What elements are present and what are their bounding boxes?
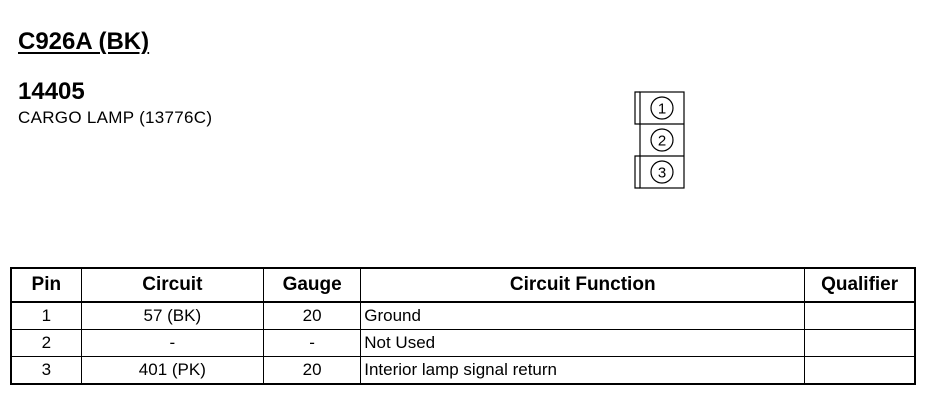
table-row: 2 - - Not Used [10, 329, 916, 357]
cell-gauge: 20 [263, 356, 362, 385]
cell-qualifier [804, 329, 916, 357]
header-qualifier: Qualifier [804, 267, 916, 303]
cell-circuit: - [80, 329, 265, 357]
cell-circuit: 401 (PK) [80, 356, 265, 385]
cell-gauge: - [263, 329, 362, 357]
pin-cavity-1 [650, 96, 674, 120]
table-row: 3 401 (PK) 20 Interior lamp signal retur… [10, 356, 916, 385]
cell-circuit-function: Interior lamp signal return [360, 356, 806, 385]
header-circuit-function: Circuit Function [360, 267, 806, 303]
pin-table: Pin Circuit Gauge Circuit Function Quali… [10, 267, 916, 385]
cell-pin: 2 [10, 329, 82, 357]
cell-pin: 3 [10, 356, 82, 385]
component-name: CARGO LAMP (13776C) [18, 108, 213, 127]
table-header-row: Pin Circuit Gauge Circuit Function Quali… [10, 267, 916, 303]
part-number: 14405 [18, 78, 85, 105]
header-circuit: Circuit [80, 267, 265, 303]
header-pin: Pin [10, 267, 82, 303]
cell-circuit-function: Ground [360, 301, 806, 330]
table-row: 1 57 (BK) 20 Ground [10, 301, 916, 330]
pin-cavity-2 [650, 128, 674, 152]
cell-circuit: 57 (BK) [80, 301, 265, 330]
cell-qualifier [804, 301, 916, 330]
cell-gauge: 20 [263, 301, 362, 330]
cell-qualifier [804, 356, 916, 385]
header-gauge: Gauge [263, 267, 362, 303]
connector-id: C926A (BK) [18, 28, 150, 55]
pin-label-1: 1 [658, 101, 666, 118]
pin-label-3: 3 [658, 165, 666, 182]
pin-label-2: 2 [658, 133, 666, 150]
cell-circuit-function: Not Used [360, 329, 806, 357]
connector-face-diagram: 1 2 3 [634, 91, 685, 189]
pin-cavity-3 [650, 160, 674, 184]
cell-pin: 1 [10, 301, 82, 330]
